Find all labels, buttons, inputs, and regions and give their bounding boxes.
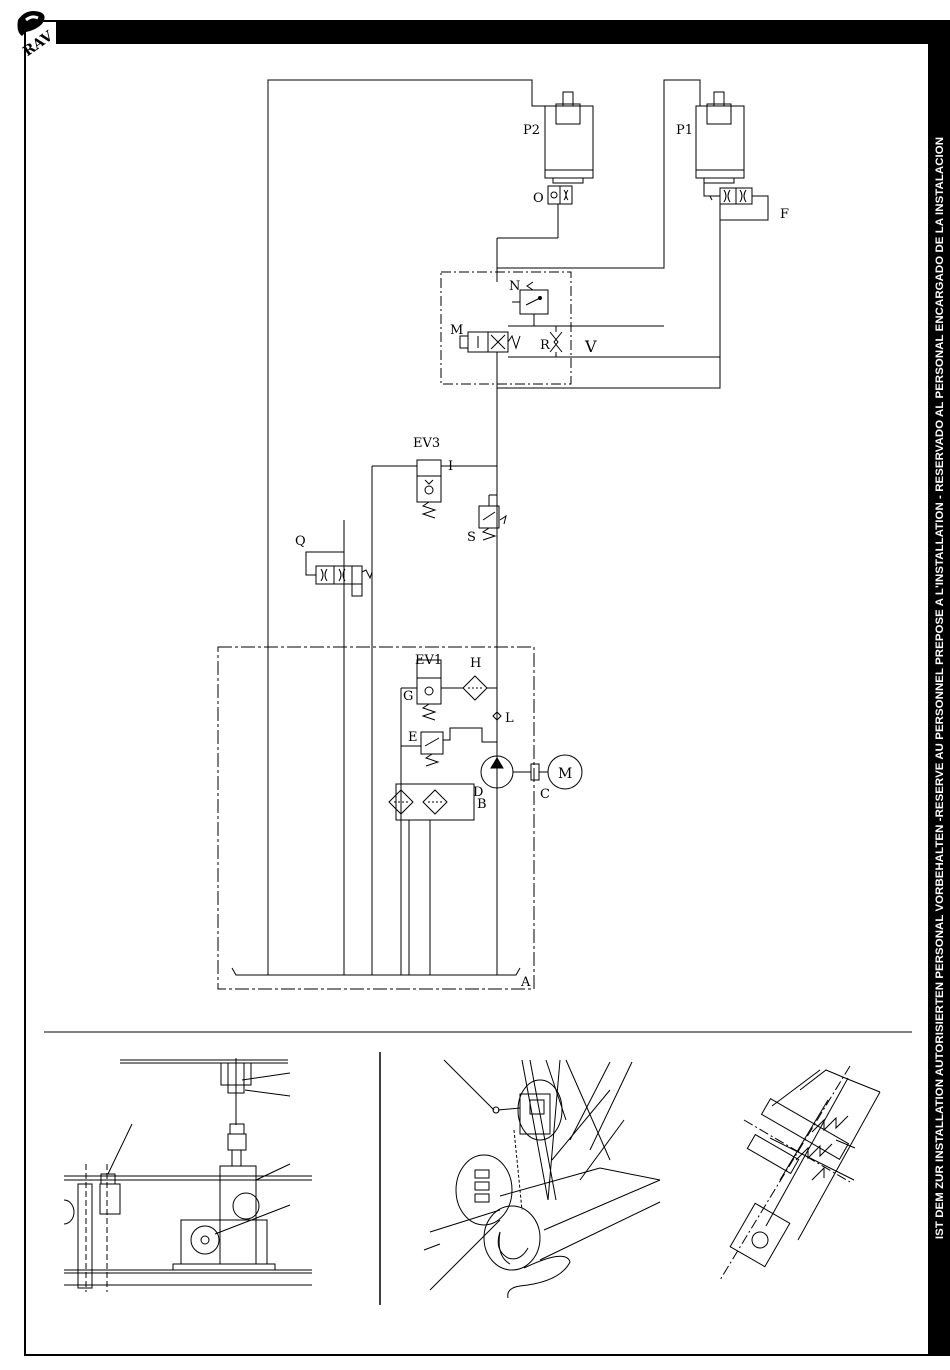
label-m-valve: M — [450, 323, 463, 338]
label-q: Q — [295, 534, 306, 549]
p1-line — [497, 80, 728, 282]
label-f: F — [780, 207, 789, 222]
valve-r — [550, 326, 562, 357]
label-o: O — [533, 191, 544, 206]
filters-b — [389, 784, 474, 975]
filter-h — [463, 676, 497, 700]
label-a: A — [520, 975, 531, 990]
detail-drawing-safety-rack — [720, 1066, 880, 1280]
label-s: S — [467, 530, 476, 545]
label-e: E — [408, 730, 418, 745]
label-h: H — [470, 656, 481, 671]
cylinder-p2 — [545, 92, 593, 183]
label-ev3: EV3 — [413, 436, 440, 451]
label-g: G — [403, 689, 413, 704]
label-motor: M — [558, 766, 572, 782]
cylinder-p1 — [696, 92, 744, 183]
detail-drawing-lift — [424, 1060, 660, 1298]
label-i: I — [448, 459, 453, 474]
label-c: C — [540, 787, 550, 802]
power-unit — [218, 647, 534, 989]
label-p2: P2 — [523, 123, 540, 138]
pump-d — [481, 756, 548, 975]
label-v: V — [584, 337, 597, 356]
valve-ev1 — [401, 660, 463, 975]
detail-drawing-valve-mount — [64, 1058, 312, 1292]
valve-q — [306, 520, 372, 975]
return-line — [268, 80, 560, 975]
label-l: L — [505, 711, 514, 726]
label-b: B — [477, 797, 487, 812]
valve-s — [479, 495, 506, 540]
label-ev1: EV1 — [415, 653, 442, 668]
label-n: N — [509, 279, 520, 294]
valve-ev3 — [372, 460, 497, 518]
label-p1: P1 — [676, 123, 693, 138]
tank-a — [232, 968, 520, 975]
label-r: R — [540, 338, 551, 353]
